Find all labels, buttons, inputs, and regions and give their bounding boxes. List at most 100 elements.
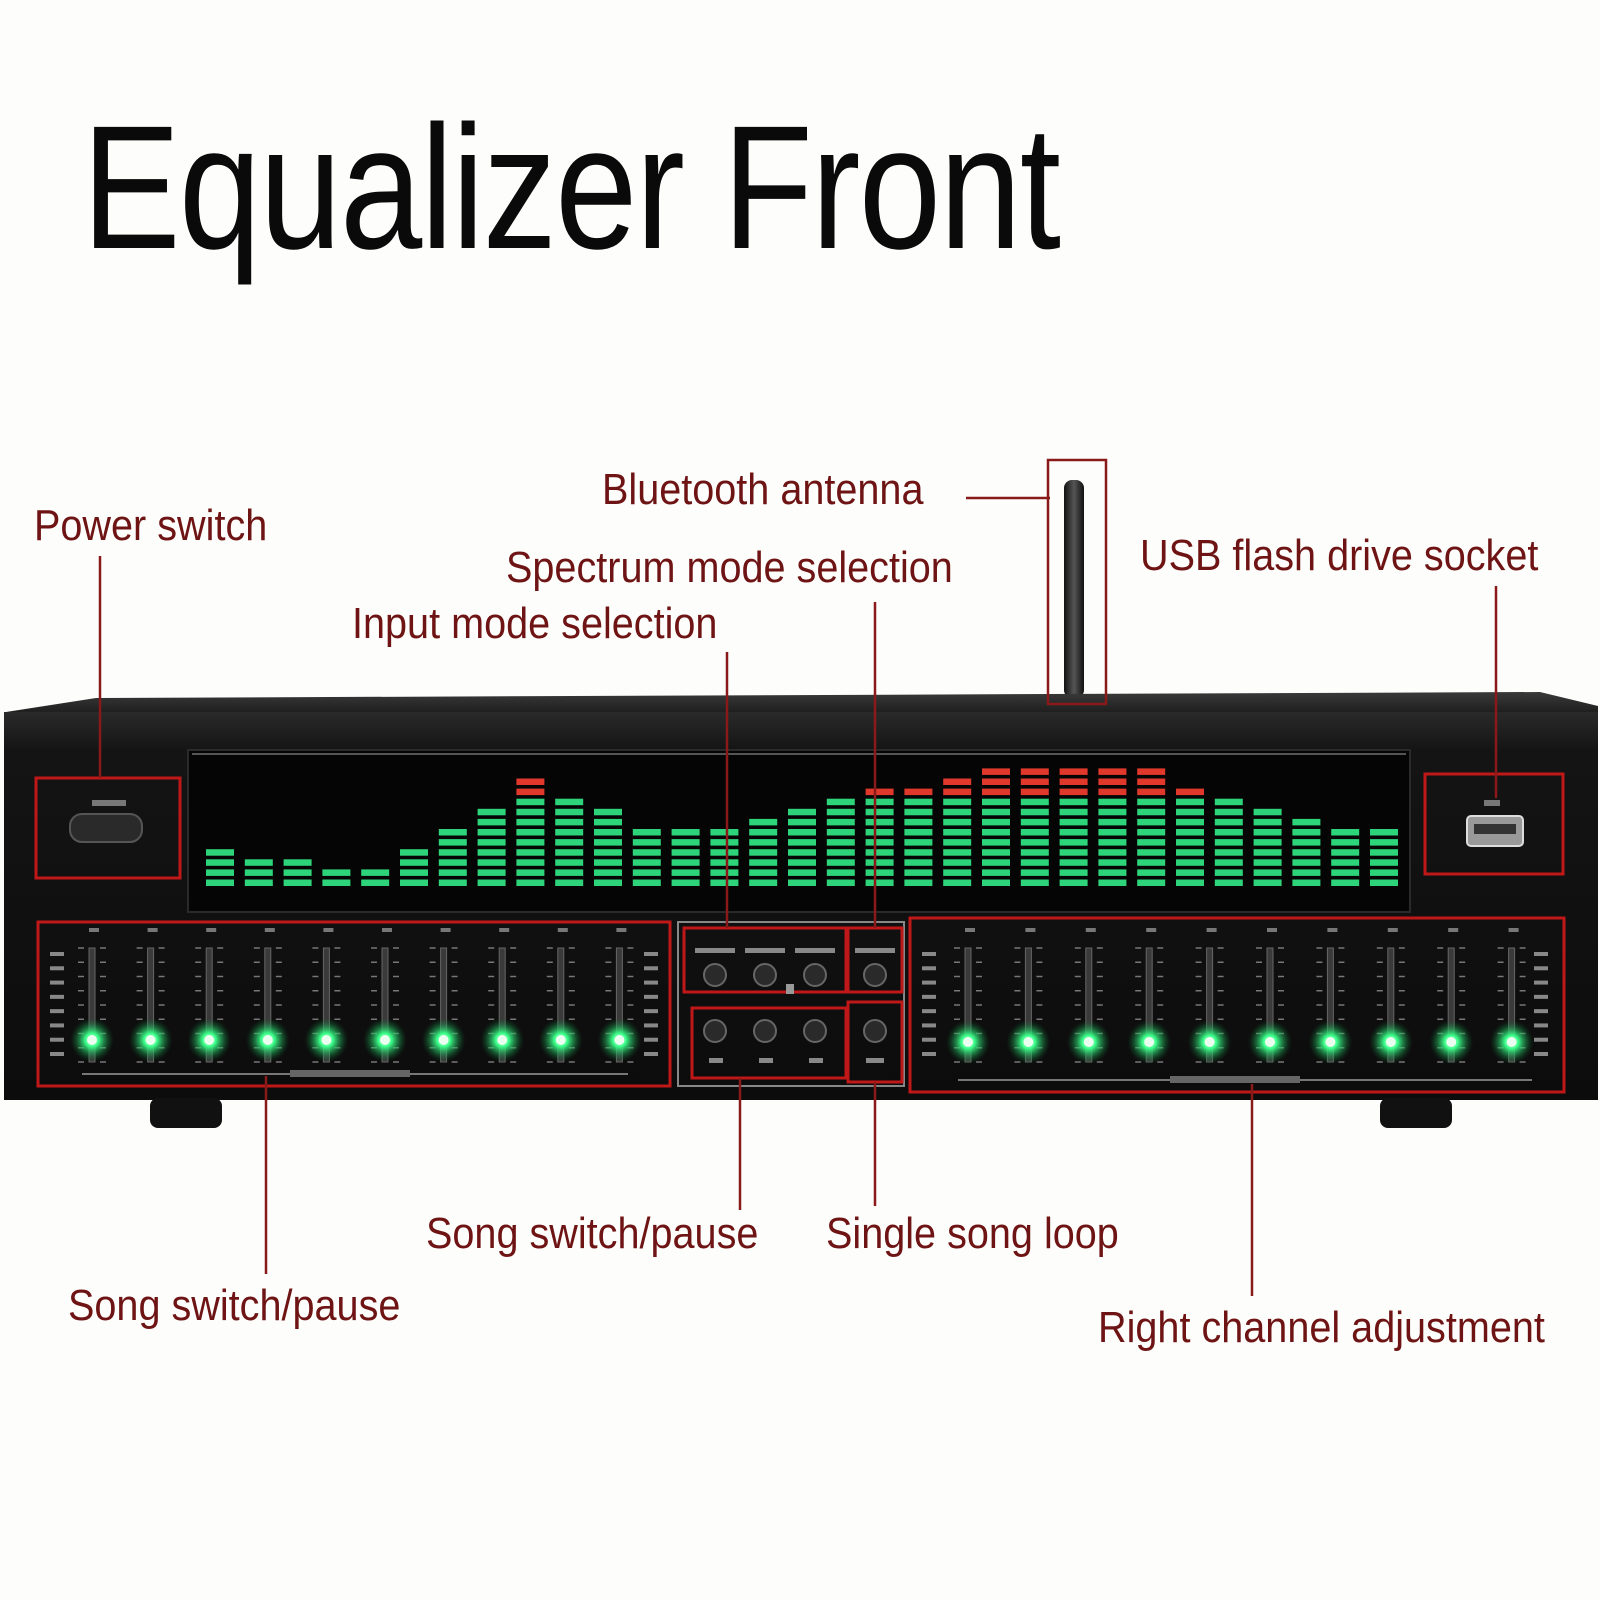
spectrum-segment (1137, 829, 1166, 836)
scale-mark (50, 1052, 64, 1056)
slider-knob[interactable] (614, 1035, 625, 1045)
spectrum-segment (1253, 818, 1282, 826)
spectrum-segment (1253, 839, 1282, 846)
spectrum-segment (710, 879, 739, 886)
spectrum-segment (1137, 879, 1166, 886)
slider-knob[interactable] (87, 1035, 97, 1045)
slider-knob[interactable] (1446, 1037, 1457, 1047)
spectrum-segment (555, 839, 584, 846)
eq-slider[interactable] (597, 928, 642, 1063)
center-buttons (695, 948, 895, 1063)
eq-slider[interactable] (1308, 928, 1353, 1064)
eq-slider[interactable] (128, 928, 173, 1063)
spectrum-segment (244, 859, 273, 866)
usb-label-plate (1484, 800, 1500, 806)
song-switch-button[interactable] (803, 1019, 827, 1043)
slider-knob[interactable] (1083, 1037, 1094, 1047)
spectrum-segment (555, 849, 584, 856)
spectrum-segment (1253, 869, 1282, 876)
eq-slider[interactable] (304, 928, 349, 1063)
spectrum-segment (1370, 869, 1398, 876)
eq-slider[interactable] (363, 928, 407, 1063)
eq-slider[interactable] (1187, 928, 1232, 1064)
input-mode-button[interactable] (803, 963, 827, 987)
spectrum-segment (1137, 778, 1166, 785)
eq-slider[interactable] (187, 928, 232, 1063)
spectrum-segment (1098, 778, 1127, 785)
slider-knob[interactable] (1385, 1037, 1396, 1047)
slider-knob[interactable] (1204, 1037, 1215, 1047)
button-label-plate (745, 948, 785, 953)
slider-label-plate (965, 928, 975, 932)
callout-usb-socket: USB flash drive socket (1140, 531, 1539, 580)
input-mode-button[interactable] (753, 963, 777, 987)
spectrum-segment (594, 849, 622, 856)
eq-slider[interactable] (946, 928, 990, 1064)
scale-mark (50, 952, 64, 956)
spectrum-segment (1059, 869, 1088, 876)
spectrum-segment (1214, 869, 1243, 876)
single-song-loop-button[interactable] (863, 1019, 887, 1043)
callout-song-switch-left: Song switch/pause (68, 1281, 401, 1330)
callout-input-mode: Input mode selection (352, 599, 718, 648)
spectrum-segment (400, 849, 428, 856)
spectrum-segment (865, 859, 894, 866)
slider-knob[interactable] (555, 1035, 566, 1045)
foot-left (150, 1098, 222, 1128)
spectrum-segment (322, 869, 351, 876)
slider-knob[interactable] (497, 1035, 508, 1045)
slider-knob[interactable] (262, 1035, 273, 1045)
spectrum-segment (1214, 818, 1243, 826)
spectrum-segment (1176, 849, 1204, 856)
eq-slider[interactable] (70, 928, 114, 1063)
slider-knob[interactable] (438, 1035, 449, 1045)
spectrum-segment (904, 879, 933, 886)
spectrum-segment (516, 849, 545, 856)
eq-slider[interactable] (421, 928, 466, 1063)
spectrum-segment (361, 879, 390, 886)
slider-knob[interactable] (1023, 1037, 1034, 1047)
spectrum-mode-button[interactable] (863, 963, 887, 987)
slider-knob[interactable] (145, 1035, 156, 1045)
slider-label-plate (1327, 928, 1338, 932)
slider-knob[interactable] (1265, 1037, 1275, 1047)
spectrum-segment (206, 879, 234, 886)
spectrum-bar (477, 808, 506, 886)
eq-slider[interactable] (1066, 928, 1111, 1064)
spectrum-segment (710, 859, 739, 866)
eq-slider[interactable] (1368, 928, 1413, 1064)
eq-slider[interactable] (538, 928, 583, 1063)
eq-slider[interactable] (1127, 928, 1172, 1064)
spectrum-segment (710, 839, 739, 846)
slider-knob[interactable] (204, 1035, 215, 1045)
slider-label-plate (1387, 928, 1398, 932)
spectrum-segment (283, 859, 312, 866)
eq-slider[interactable] (1429, 928, 1474, 1064)
spectrum-segment (749, 869, 778, 876)
slider-knob[interactable] (380, 1035, 390, 1045)
eq-slider[interactable] (1006, 928, 1051, 1064)
slider-knob[interactable] (321, 1035, 332, 1045)
spectrum-bar (283, 859, 312, 886)
song-switch-button[interactable] (753, 1019, 777, 1043)
slider-label-plate (1267, 928, 1277, 932)
eq-slider[interactable] (245, 928, 290, 1063)
song-switch-button[interactable] (703, 1019, 727, 1043)
power-switch-button[interactable] (69, 813, 143, 843)
scale-mark (922, 994, 936, 999)
spectrum-bar (982, 768, 1010, 886)
eq-slider[interactable] (480, 928, 525, 1063)
spectrum-segment (1331, 879, 1360, 886)
spectrum-segment (477, 869, 506, 876)
spectrum-segment (1020, 849, 1049, 856)
spectrum-segment (1020, 839, 1049, 846)
eq-slider[interactable] (1248, 928, 1292, 1064)
button-label-plate (855, 948, 895, 953)
eq-slider[interactable] (1489, 928, 1534, 1064)
slider-knob[interactable] (1506, 1037, 1517, 1047)
slider-knob[interactable] (1325, 1037, 1336, 1047)
slider-knob[interactable] (963, 1037, 973, 1047)
slider-knob[interactable] (1144, 1037, 1155, 1047)
spectrum-segment (865, 808, 894, 816)
input-mode-button[interactable] (703, 963, 727, 987)
